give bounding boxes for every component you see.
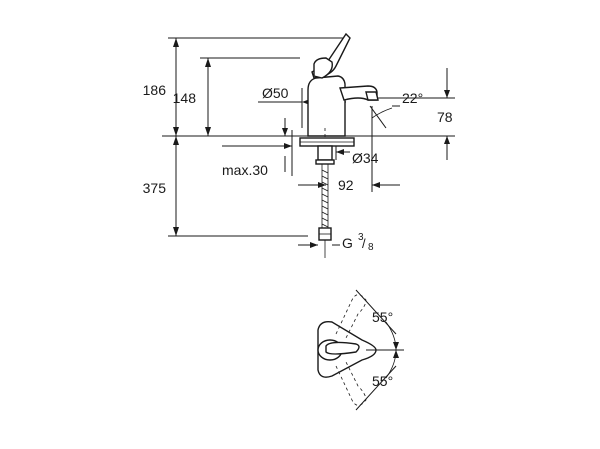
faucet-side-view — [299, 32, 379, 258]
label-thread-slash: / — [362, 236, 366, 251]
label-thread-g: G — [342, 235, 353, 251]
label-diameter-34: Ø34 — [352, 150, 379, 166]
label-thread-num: 3 — [358, 232, 364, 243]
label-diameter-50: Ø50 — [262, 85, 289, 101]
label-angle-22: 22° — [402, 90, 423, 106]
label-height-186: 186 — [143, 82, 167, 98]
label-angle-55-top: 55° — [372, 309, 393, 325]
label-angle-55-bottom: 55° — [372, 373, 393, 389]
label-height-78: 78 — [437, 109, 453, 125]
label-height-148: 148 — [173, 90, 197, 106]
label-max-30: max.30 — [222, 162, 268, 178]
label-reach-92: 92 — [338, 177, 354, 193]
label-height-375: 375 — [143, 180, 167, 196]
label-thread-den: 8 — [368, 242, 374, 253]
faucet-top-view — [317, 289, 404, 411]
